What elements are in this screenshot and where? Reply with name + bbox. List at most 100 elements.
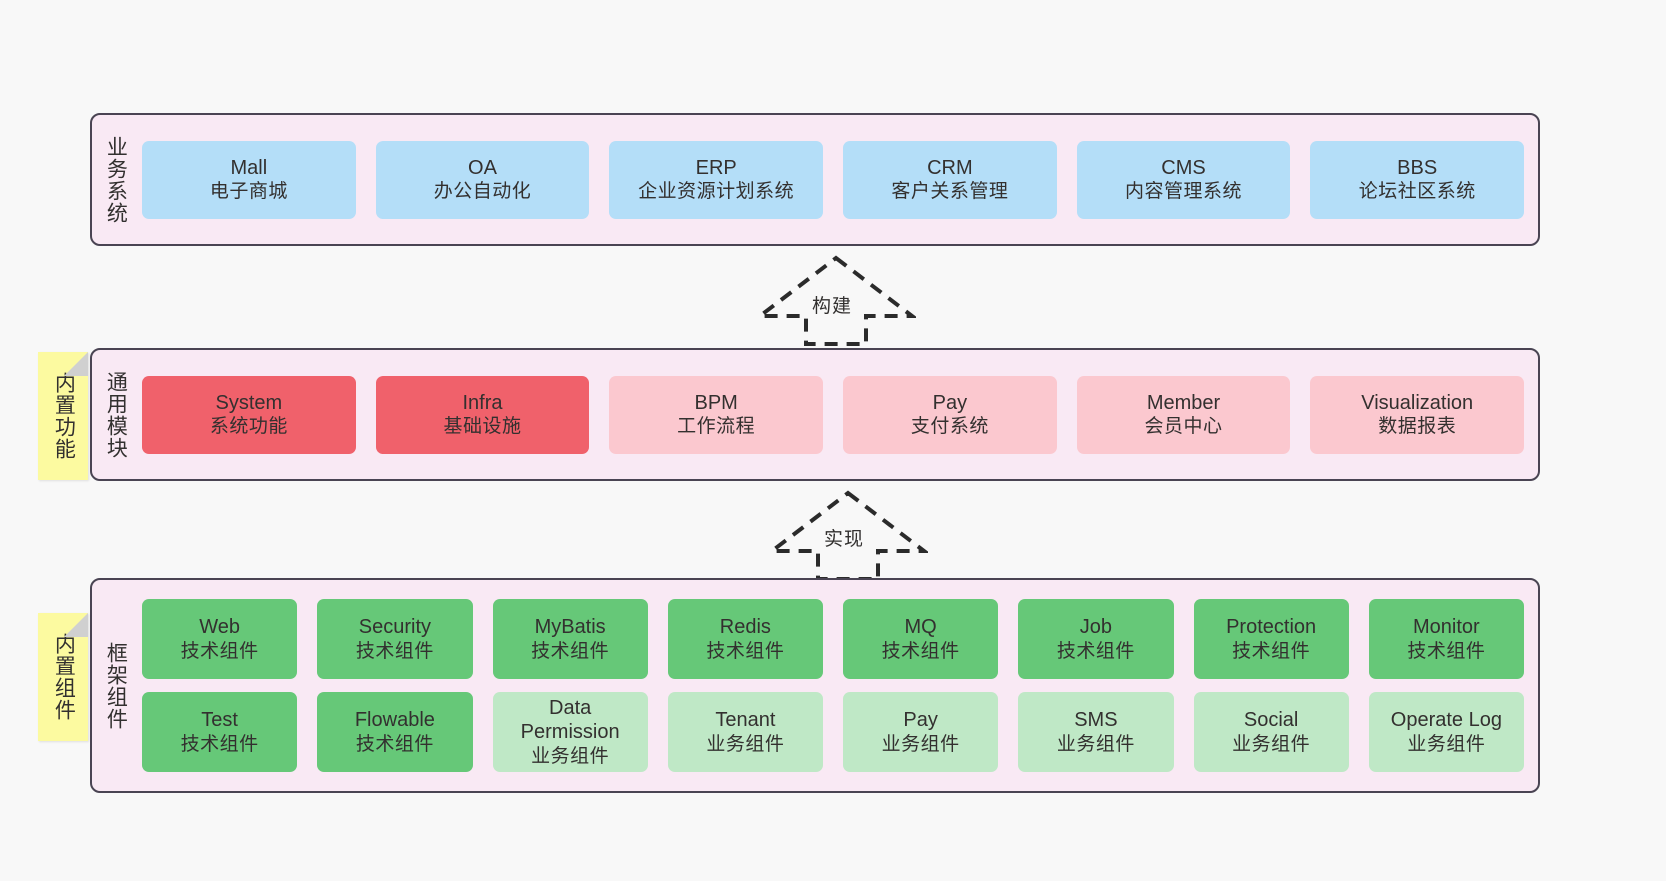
card-infra-en: Infra bbox=[462, 391, 503, 414]
layer-common-module: 通用模块 System 系统功能 Infra 基础设施 BPM 工作流程 Pay… bbox=[90, 348, 1540, 481]
card-tenant-en: Tenant bbox=[715, 709, 776, 732]
note-builtin-feature-text: 内置功能 bbox=[52, 372, 76, 460]
card-cms[interactable]: CMS 内容管理系统 bbox=[1076, 140, 1291, 219]
note-builtin-feature: 内置功能 bbox=[38, 352, 88, 480]
card-flowable-cn: 技术组件 bbox=[355, 733, 434, 755]
card-social-cn: 业务组件 bbox=[1232, 733, 1311, 755]
card-system[interactable]: System 系统功能 bbox=[142, 375, 356, 454]
card-cms-cn: 内容管理系统 bbox=[1125, 181, 1243, 203]
card-social[interactable]: Social 业务组件 bbox=[1193, 692, 1349, 772]
card-test[interactable]: Test 技术组件 bbox=[142, 692, 298, 772]
note-builtin-component: 内置组件 bbox=[38, 613, 88, 741]
card-protection-en: Protection bbox=[1226, 616, 1317, 639]
card-pay-component-en: Pay bbox=[903, 709, 938, 732]
card-sms-en: SMS bbox=[1074, 709, 1118, 732]
card-mq[interactable]: MQ 技术组件 bbox=[843, 599, 999, 679]
card-mybatis[interactable]: MyBatis 技术组件 bbox=[492, 599, 648, 679]
card-pay-module-en: Pay bbox=[932, 391, 968, 414]
card-job[interactable]: Job 技术组件 bbox=[1018, 599, 1174, 679]
card-erp[interactable]: ERP 企业资源计划系统 bbox=[609, 140, 824, 219]
card-bbs[interactable]: BBS 论坛社区系统 bbox=[1310, 140, 1525, 219]
card-protection-cn: 技术组件 bbox=[1232, 640, 1311, 662]
card-web[interactable]: Web 技术组件 bbox=[142, 599, 298, 679]
card-member-cn: 会员中心 bbox=[1144, 416, 1223, 438]
card-crm[interactable]: CRM 客户关系管理 bbox=[843, 140, 1057, 219]
card-protection[interactable]: Protection 技术组件 bbox=[1193, 599, 1349, 679]
card-pay-component[interactable]: Pay 业务组件 bbox=[843, 692, 999, 772]
layer-framework-component: 框架组件 Web 技术组件 Security 技术组件 MyBatis 技术组件… bbox=[90, 578, 1540, 793]
card-redis-cn: 技术组件 bbox=[706, 640, 785, 662]
card-oa[interactable]: OA 办公自动化 bbox=[375, 140, 590, 219]
card-monitor[interactable]: Monitor 技术组件 bbox=[1368, 599, 1524, 679]
card-web-cn: 技术组件 bbox=[180, 640, 259, 662]
card-mall-en: Mall bbox=[230, 156, 268, 179]
card-monitor-cn: 技术组件 bbox=[1407, 640, 1486, 662]
connector-build-label: 构建 bbox=[812, 296, 853, 317]
card-pay-module-cn: 支付系统 bbox=[910, 416, 989, 438]
card-flowable[interactable]: Flowable 技术组件 bbox=[317, 692, 473, 772]
card-operate-log[interactable]: Operate Log 业务组件 bbox=[1368, 692, 1524, 772]
card-flowable-en: Flowable bbox=[354, 709, 435, 732]
card-mall-cn: 电子商城 bbox=[209, 181, 288, 203]
card-test-en: Test bbox=[201, 709, 238, 732]
card-sms[interactable]: SMS 业务组件 bbox=[1018, 692, 1174, 772]
card-redis[interactable]: Redis 技术组件 bbox=[667, 599, 823, 679]
card-row-business-1: Mall 电子商城 OA 办公自动化 ERP 企业资源计划系统 CRM 客户关系… bbox=[142, 140, 1525, 219]
card-system-cn: 系统功能 bbox=[209, 416, 288, 438]
card-row-framework-1: Web 技术组件 Security 技术组件 MyBatis 技术组件 Redi… bbox=[142, 599, 1524, 679]
card-bpm-cn: 工作流程 bbox=[677, 416, 756, 438]
card-security[interactable]: Security 技术组件 bbox=[317, 599, 473, 679]
card-row-common-1: System 系统功能 Infra 基础设施 BPM 工作流程 Pay 支付系统… bbox=[142, 375, 1525, 454]
card-mq-cn: 技术组件 bbox=[881, 640, 960, 662]
layer-body-common: System 系统功能 Infra 基础设施 BPM 工作流程 Pay 支付系统… bbox=[138, 350, 1538, 479]
note-builtin-component-text: 内置组件 bbox=[52, 633, 76, 721]
card-cms-en: CMS bbox=[1161, 156, 1206, 179]
card-redis-en: Redis bbox=[719, 616, 771, 639]
card-visualization[interactable]: Visualization 数据报表 bbox=[1310, 375, 1525, 454]
card-bpm[interactable]: BPM 工作流程 bbox=[609, 375, 824, 454]
card-sms-cn: 业务组件 bbox=[1056, 733, 1135, 755]
card-operate-log-cn: 业务组件 bbox=[1407, 733, 1486, 755]
card-member-en: Member bbox=[1146, 391, 1221, 414]
card-tenant-cn: 业务组件 bbox=[706, 733, 785, 755]
card-oa-cn: 办公自动化 bbox=[433, 181, 532, 203]
card-pay-component-cn: 业务组件 bbox=[881, 733, 960, 755]
card-crm-cn: 客户关系管理 bbox=[891, 181, 1009, 203]
layer-body-framework: Web 技术组件 Security 技术组件 MyBatis 技术组件 Redi… bbox=[138, 580, 1538, 791]
card-member[interactable]: Member 会员中心 bbox=[1076, 375, 1291, 454]
layer-body-business: Mall 电子商城 OA 办公自动化 ERP 企业资源计划系统 CRM 客户关系… bbox=[138, 115, 1538, 244]
card-security-en: Security bbox=[358, 616, 431, 639]
card-visualization-en: Visualization bbox=[1361, 391, 1474, 414]
card-data-permission[interactable]: Data Permission 业务组件 bbox=[492, 692, 648, 772]
card-security-cn: 技术组件 bbox=[355, 640, 434, 662]
layer-title-framework: 框架组件 bbox=[104, 641, 128, 730]
card-web-en: Web bbox=[199, 616, 240, 639]
card-erp-cn: 企业资源计划系统 bbox=[638, 181, 795, 203]
card-row-framework-2: Test 技术组件 Flowable 技术组件 Data Permission … bbox=[142, 692, 1524, 772]
card-mall[interactable]: Mall 电子商城 bbox=[142, 140, 356, 219]
card-system-en: System bbox=[215, 391, 283, 414]
layer-title-business: 业务系统 bbox=[104, 135, 128, 224]
card-data-permission-cn: 业务组件 bbox=[531, 745, 610, 767]
connector-implement-label: 实现 bbox=[824, 529, 865, 550]
card-visualization-cn: 数据报表 bbox=[1378, 416, 1457, 438]
layer-business-system: 业务系统 Mall 电子商城 OA 办公自动化 ERP 企业资源计划系统 CRM… bbox=[90, 113, 1540, 246]
card-infra-cn: 基础设施 bbox=[443, 416, 522, 438]
card-infra[interactable]: Infra 基础设施 bbox=[375, 375, 590, 454]
card-social-en: Social bbox=[1243, 709, 1299, 732]
card-pay-module[interactable]: Pay 支付系统 bbox=[843, 375, 1057, 454]
card-mybatis-en: MyBatis bbox=[534, 616, 606, 639]
card-job-en: Job bbox=[1079, 616, 1112, 639]
card-bbs-cn: 论坛社区系统 bbox=[1358, 181, 1476, 203]
card-data-permission-en: Data Permission bbox=[520, 697, 620, 744]
card-job-cn: 技术组件 bbox=[1056, 640, 1135, 662]
card-mq-en: MQ bbox=[904, 616, 937, 639]
card-tenant[interactable]: Tenant 业务组件 bbox=[667, 692, 823, 772]
card-oa-en: OA bbox=[468, 156, 497, 179]
card-operate-log-en: Operate Log bbox=[1390, 709, 1502, 732]
card-crm-en: CRM bbox=[927, 156, 973, 179]
card-test-cn: 技术组件 bbox=[180, 733, 259, 755]
card-erp-en: ERP bbox=[695, 156, 737, 179]
layer-title-common: 通用模块 bbox=[104, 370, 128, 459]
